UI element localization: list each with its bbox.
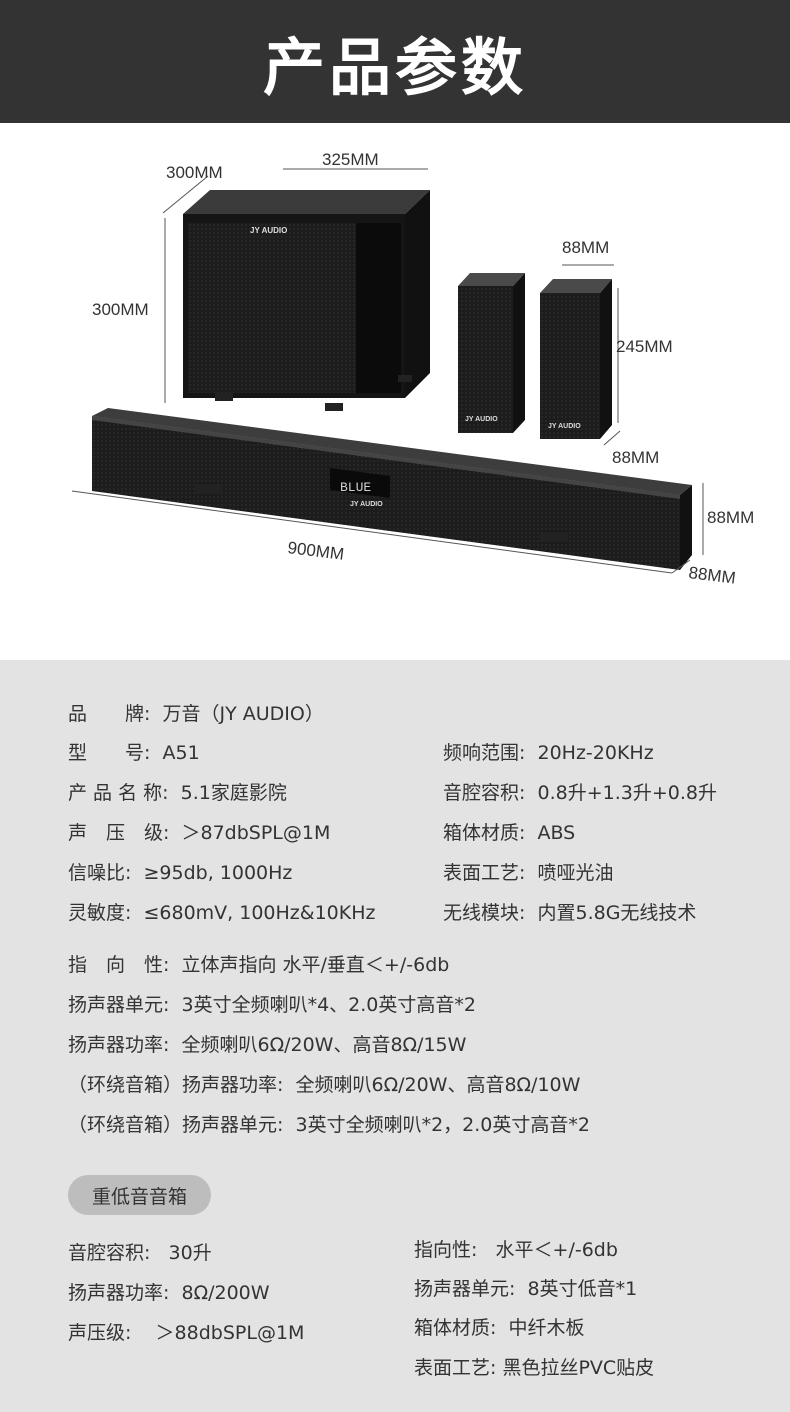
sub-width-label: 325MM	[322, 150, 379, 169]
display-text: BLUE	[340, 480, 371, 495]
sat-depth-label: 88MM	[612, 448, 659, 467]
sat-height-label: 245MM	[616, 337, 673, 356]
sat-left-logo: JY AUDIO	[465, 416, 498, 423]
sub-spec-material: 箱体材质: 中纤木板	[414, 1317, 585, 1339]
spec-surround-power: （环绕音箱）扬声器功率: 全频喇叭6Ω/20W、高音8Ω/10W	[68, 1074, 581, 1096]
sub-height-label: 300MM	[92, 300, 149, 319]
spec-brand: 品 牌: 万音（JY AUDIO）	[68, 703, 324, 725]
bar-height-label: 88MM	[707, 508, 754, 527]
sat-width-label: 88MM	[562, 238, 609, 257]
sub-spec-volume: 音腔容积: 30升	[68, 1242, 212, 1264]
satellite-right-image: JY AUDIO	[540, 279, 612, 439]
spec-finish: 表面工艺: 喷哑光油	[443, 862, 614, 884]
sub-spec-spl: 声压级: ＞88dbSPL@1M	[68, 1322, 305, 1344]
subwoofer-badge: 重低音音箱	[68, 1175, 211, 1215]
satellite-left-image: JY AUDIO	[458, 273, 525, 433]
spec-volume: 音腔容积: 0.8升+1.3升+0.8升	[443, 782, 717, 804]
bar-logo: JY AUDIO	[350, 501, 383, 508]
soundbar-image: BLUE JY AUDIO	[92, 408, 692, 570]
sub-spec-directivity: 指向性: 水平＜+/-6db	[414, 1239, 618, 1261]
header-bar: 产品参数	[0, 0, 790, 123]
spec-material: 箱体材质: ABS	[443, 822, 576, 844]
dimension-lines	[71, 168, 704, 574]
spec-power: 扬声器功率: 全频喇叭6Ω/20W、高音8Ω/15W	[68, 1034, 467, 1056]
bar-depth-label: 88MM	[688, 563, 737, 588]
spec-frequency: 频响范围: 20Hz-20KHz	[443, 742, 654, 764]
sub-spec-finish: 表面工艺: 黑色拉丝PVC贴皮	[414, 1357, 655, 1379]
spec-product-name: 产 品 名 称: 5.1家庭影院	[68, 782, 287, 804]
sub-logo: JY AUDIO	[250, 226, 287, 235]
specs-section	[0, 660, 790, 1412]
spec-model: 型 号: A51	[68, 742, 200, 764]
sub-spec-unit: 扬声器单元: 8英寸低音*1	[414, 1278, 638, 1300]
spec-driver-units: 扬声器单元: 3英寸全频喇叭*4、2.0英寸高音*2	[68, 994, 476, 1016]
sub-depth-label: 300MM	[166, 163, 223, 182]
spec-wireless: 无线模块: 内置5.8G无线技术	[443, 902, 697, 924]
spec-snr: 信噪比: ≥95db, 1000Hz	[68, 862, 293, 884]
bar-length-label: 900MM	[287, 538, 346, 564]
spec-sensitivity: 灵敏度: ≤680mV, 100Hz&10KHz	[68, 902, 376, 924]
sub-spec-power: 扬声器功率: 8Ω/200W	[68, 1282, 270, 1304]
page-title: 产品参数	[262, 30, 527, 104]
spec-surround-units: （环绕音箱）扬声器单元: 3英寸全频喇叭*2，2.0英寸高音*2	[68, 1114, 590, 1136]
product-photo: JY AUDIO JY AUDIO JY AUDIO BLUE JY AUDIO	[0, 123, 790, 660]
spec-spl: 声 压 级: ＞87dbSPL@1M	[68, 822, 331, 844]
subwoofer-image: JY AUDIO	[183, 190, 430, 411]
spec-directivity: 指 向 性: 立体声指向 水平/垂直＜+/-6db	[68, 954, 450, 976]
sat-right-logo: JY AUDIO	[548, 423, 581, 430]
